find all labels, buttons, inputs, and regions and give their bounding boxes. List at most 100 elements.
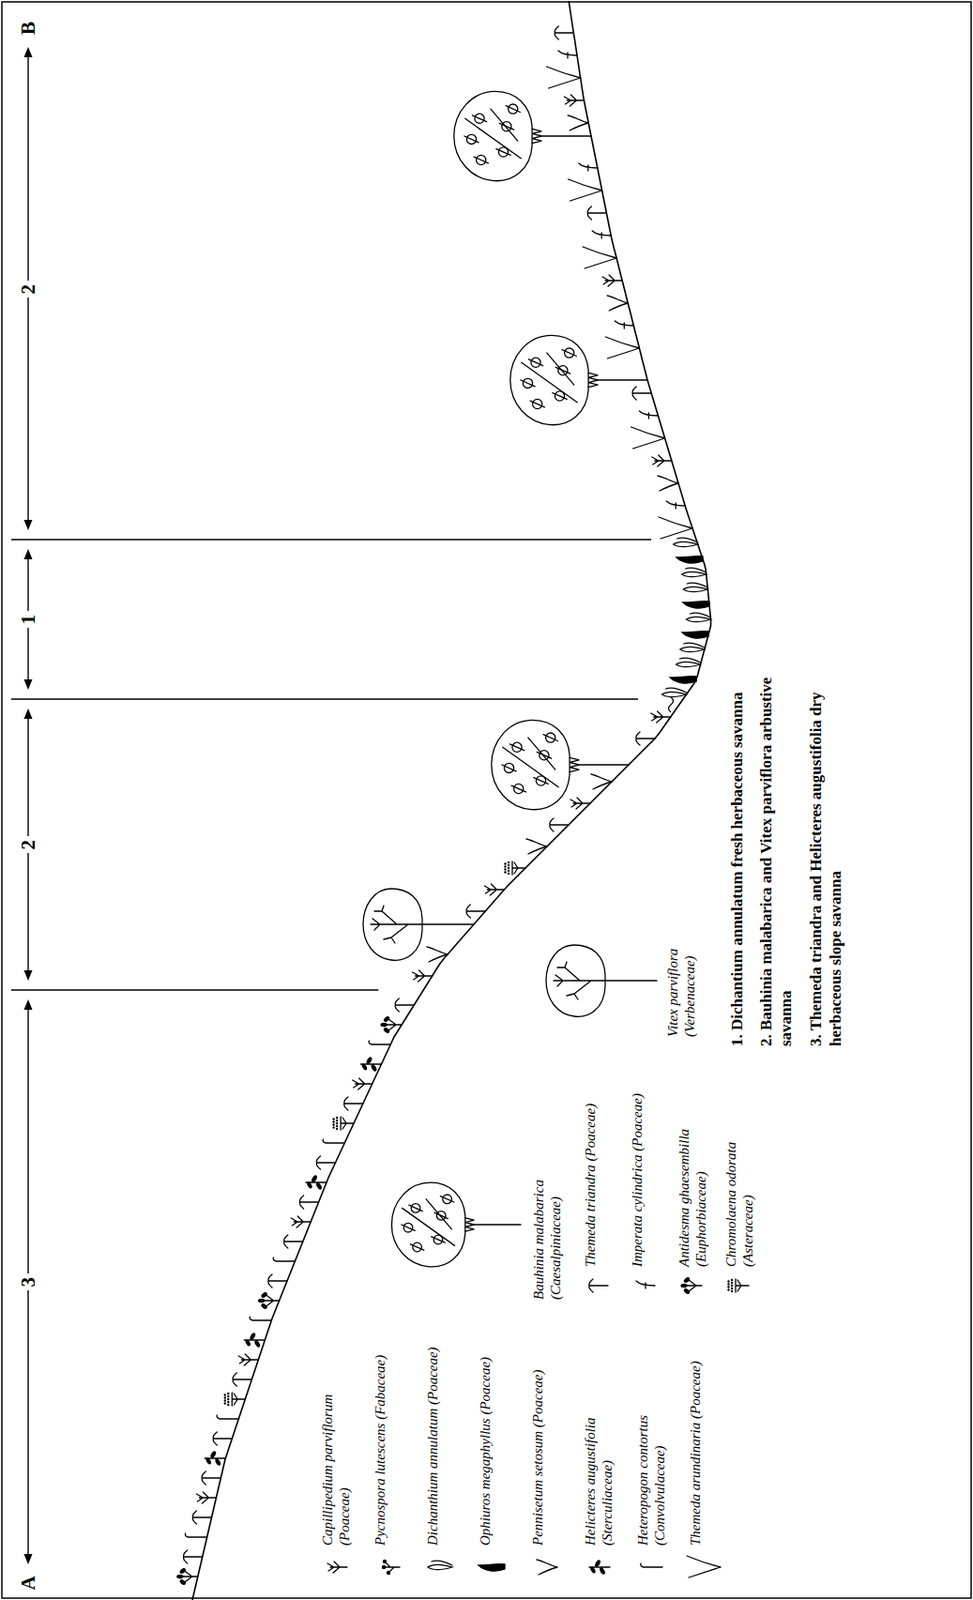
plant-symbol [361,1056,382,1072]
plant-symbol [682,567,707,577]
plant-symbol [284,1234,304,1248]
plant-symbol [582,246,617,269]
legend-symbol [589,1278,609,1293]
legend-symbol [727,1278,749,1293]
plant-symbol [258,1292,280,1309]
plant-symbol [184,1533,207,1537]
plant-symbol [638,410,658,419]
plant-symbol [614,320,634,329]
legend-symbol [381,1559,400,1575]
zone-description: 2. Bauhinia malabarica and Vitex parvifl… [756,670,797,1047]
plant-symbol [669,676,697,684]
plant-symbol [273,1257,295,1262]
plant-symbol [238,1353,259,1366]
plant-symbol [578,163,598,171]
legend-text: Pycnospora lutescens (Fabaceae) [371,1338,389,1546]
bauhinia-tree [510,334,648,425]
legend-text: Themeda triandra (Poaceae) [581,1079,599,1267]
vitex-tree [363,888,474,960]
plant-symbol [676,556,703,563]
legend-symbol [391,1182,521,1267]
legend-symbol [327,1561,348,1573]
zone-label: 1 [17,610,40,629]
legend-text: Dichanthium annulatum (Poaceae) [424,1338,441,1546]
plant-symbol [526,838,548,854]
legend-text: Helicteres augustifolia (Sterculiaceae) [581,1338,616,1546]
plant-symbol [395,998,414,1012]
plant-symbol [380,1016,402,1034]
legend-symbol [427,1560,453,1569]
plant-symbol [554,26,574,40]
zone-description: 1. Dichantium annulatum fresh herbaceous… [727,670,747,1047]
plant-symbol [657,475,679,491]
legend-text: Chromolaena odorata (Asteraceae) [722,1079,757,1267]
legend-text: Imperata cylindrica (Poaceae) [628,1079,646,1267]
zone-label: A [17,1571,40,1594]
plant-symbol [658,516,693,539]
plant-symbol [683,582,708,592]
plant-symbol [204,1450,226,1466]
zone-label: 2 [17,836,40,854]
plant-symbol [636,731,655,745]
bauhinia-tree [491,719,629,809]
plant-symbol [605,336,639,359]
plant-symbol [607,295,628,311]
legend-symbol [546,944,657,1017]
plant-symbol [547,66,581,89]
legend-text: Vitex parviflora (Verbenaceae) [664,877,699,1037]
legend-symbol [478,1564,505,1571]
plant-symbol [567,115,589,131]
plant-symbol [232,1372,252,1386]
plant-symbol [322,1139,345,1143]
bauhinia-tree [454,91,592,181]
plant-symbol [652,455,672,467]
legend-text: Capillipedium parviflorum (Poaceae) [319,1338,353,1546]
plant-symbol [368,1040,391,1045]
ground-profile [192,0,712,1600]
plant-symbol [412,970,433,982]
plant-symbol [196,1491,216,1504]
plant-symbol [224,1392,246,1406]
plant-symbol [299,1195,319,1209]
plant-symbol [201,1471,221,1485]
plant-symbol [177,1567,198,1585]
plant-symbol [558,50,578,59]
plant-symbol [243,1332,265,1348]
plant-symbol [631,426,666,449]
plant-symbol [676,657,701,667]
plant-symbol [563,94,584,107]
legend-symbol [640,1563,663,1567]
plant-symbol [183,1550,203,1564]
plant-symbol [249,1316,272,1321]
plant-symbol [602,274,623,287]
legend-symbol [589,1559,610,1575]
plant-symbol [549,818,569,832]
plant-symbol [503,861,526,875]
plant-symbol [305,1174,327,1190]
plant-symbol [568,179,603,201]
plant-symbol [651,711,671,723]
plant-symbol [591,774,612,790]
zone-label: 2 [17,280,40,299]
plant-symbol [673,537,699,547]
plant-symbol [662,687,687,697]
plant-symbol [466,904,486,918]
plant-symbol [268,1274,288,1288]
plant-symbol [192,1510,212,1524]
plant-symbol [683,601,710,609]
zone-separator [11,988,379,990]
squiggle [668,697,674,713]
zone-separator [11,698,639,700]
plant-symbol [680,642,705,652]
plant-symbol [666,501,685,509]
legend-text: Themeda arundinaria (Poaceae) [686,1338,704,1546]
plant-symbol [587,206,607,220]
legend-text: Pennisetum setosum (Poaceae) [529,1338,547,1546]
legend-text: Heteropogon contortus (Convolvulaceae) [634,1338,669,1546]
legend-symbol [681,1277,702,1294]
zone-separator [11,538,652,540]
plant-symbol [426,946,448,962]
